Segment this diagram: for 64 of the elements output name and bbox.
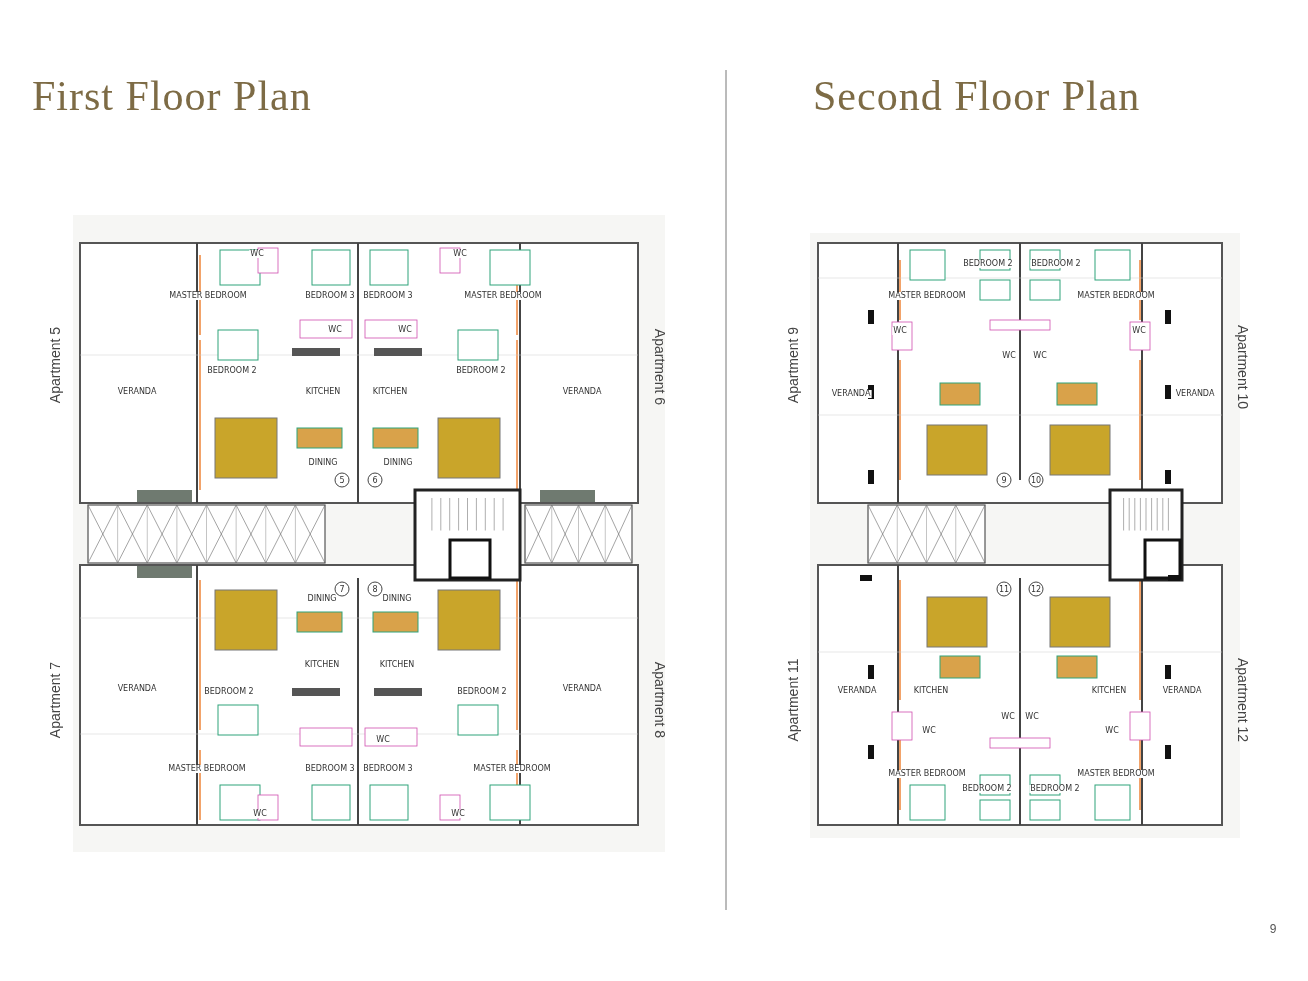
room-label: MASTER BEDROOM [1076, 292, 1156, 300]
room-label: BEDROOM 2 [206, 367, 258, 375]
page-number: 9 [1269, 923, 1277, 935]
room-label: WC [452, 250, 468, 258]
apartment-label: Apartment 8 [653, 661, 667, 739]
page-title: First Floor Plan [32, 75, 312, 117]
room-label: WC [1000, 713, 1016, 721]
room-label: DINING [381, 595, 413, 603]
room-label: VERANDA [830, 390, 872, 398]
room-label: BEDROOM 2 [962, 260, 1014, 268]
apartment-label: Apartment 7 [48, 661, 62, 739]
apartment-label: Apartment 5 [48, 326, 62, 404]
room-label: WC [249, 250, 265, 258]
apartment-label: Apartment 9 [786, 326, 800, 404]
room-label: MASTER BEDROOM [463, 292, 543, 300]
room-label: MASTER BEDROOM [167, 765, 247, 773]
room-label: BEDROOM 2 [1030, 260, 1082, 268]
room-label: MASTER BEDROOM [472, 765, 552, 773]
room-label: BEDROOM 2 [456, 688, 508, 696]
room-label: WC [375, 736, 391, 744]
room-label: VERANDA [116, 685, 158, 693]
room-label: WC [252, 810, 268, 818]
apartment-label: Apartment 10 [1236, 324, 1250, 410]
room-label: BEDROOM 3 [362, 292, 414, 300]
room-label: VERANDA [561, 685, 603, 693]
room-label: WC [450, 810, 466, 818]
room-label: MASTER BEDROOM [168, 292, 248, 300]
room-label: BEDROOM 2 [203, 688, 255, 696]
room-label: KITCHEN [371, 388, 409, 396]
room-label: WC [1104, 727, 1120, 735]
room-label: BEDROOM 3 [304, 765, 356, 773]
room-label: WC [892, 327, 908, 335]
room-label: BEDROOM 3 [304, 292, 356, 300]
page-title: Second Floor Plan [813, 75, 1141, 117]
room-label: KITCHEN [303, 661, 341, 669]
room-label: VERANDA [116, 388, 158, 396]
room-label: BEDROOM 2 [961, 785, 1013, 793]
room-label: WC [327, 326, 343, 334]
room-label: VERANDA [1161, 687, 1203, 695]
room-label: WC [1032, 352, 1048, 360]
room-label: KITCHEN [304, 388, 342, 396]
apartment-label: Apartment 6 [653, 328, 667, 406]
room-label: VERANDA [561, 388, 603, 396]
room-label: DINING [307, 459, 339, 467]
room-label: BEDROOM 2 [1029, 785, 1081, 793]
room-label: KITCHEN [378, 661, 416, 669]
room-label: DINING [382, 459, 414, 467]
room-label: MASTER BEDROOM [887, 770, 967, 778]
room-label: DINING [306, 595, 338, 603]
room-label: KITCHEN [1090, 687, 1128, 695]
room-label: WC [1001, 352, 1017, 360]
apartment-label: Apartment 12 [1236, 657, 1250, 743]
room-label: WC [921, 727, 937, 735]
room-label: VERANDA [1174, 390, 1216, 398]
room-label: WC [1131, 327, 1147, 335]
room-label: WC [1024, 713, 1040, 721]
room-label: KITCHEN [912, 687, 950, 695]
apartment-label: Apartment 11 [786, 658, 800, 742]
room-label: MASTER BEDROOM [1076, 770, 1156, 778]
room-label: VERANDA [836, 687, 878, 695]
room-label: BEDROOM 2 [455, 367, 507, 375]
room-label: WC [397, 326, 413, 334]
room-label: MASTER BEDROOM [887, 292, 967, 300]
room-label: BEDROOM 3 [362, 765, 414, 773]
